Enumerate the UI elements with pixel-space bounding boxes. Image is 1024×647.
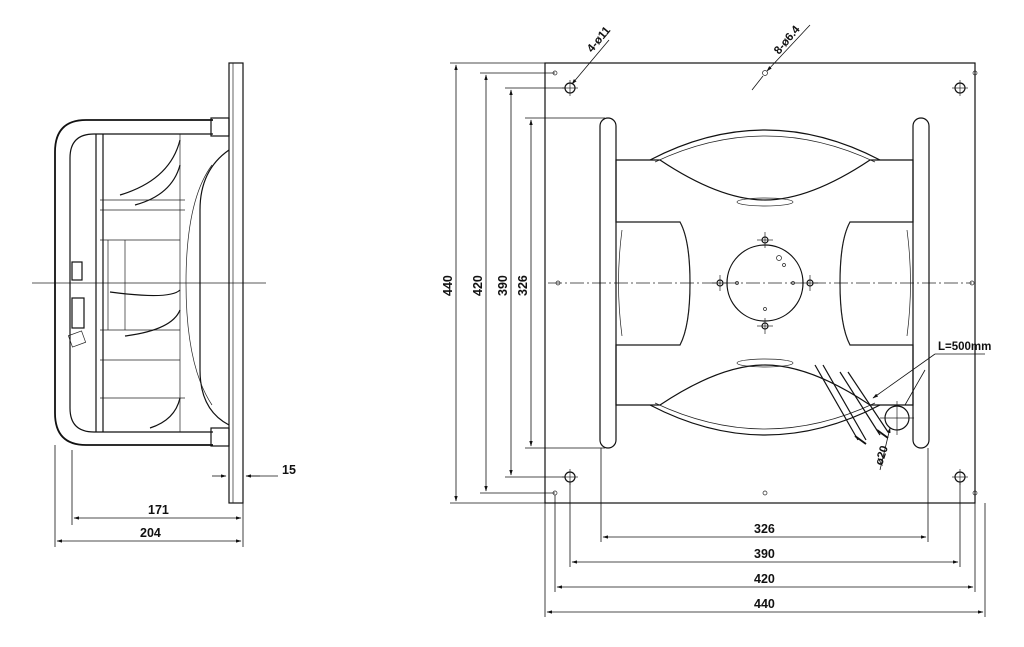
callout-corner-holes: 4-ø11 [585, 24, 613, 55]
dim-v-420: 420 [471, 275, 485, 296]
dim-h-440: 440 [754, 597, 775, 611]
side-handle [54, 119, 213, 446]
side-view: 15 171 204 [32, 62, 296, 547]
flange-plate [228, 62, 244, 504]
front-view: 4-ø11 8-ø6.4 L=500mm ø20 440 420 [441, 23, 991, 617]
dim-h-326: 326 [754, 522, 775, 536]
handle-bracket-top [210, 117, 230, 137]
terminal-box [71, 261, 83, 281]
dim-depth-inner: 171 [148, 503, 169, 517]
mounting-plate [544, 62, 976, 504]
connector-block [71, 297, 85, 329]
callout-cable-hole: ø20 [873, 444, 891, 467]
callout-cable-length: L=500mm [938, 341, 991, 353]
cable [814, 364, 889, 445]
dim-v-440: 440 [441, 275, 455, 296]
hub-bolt-holes [712, 232, 818, 334]
dim-v-326: 326 [516, 275, 530, 296]
vertical-dimensions: 440 420 390 326 [441, 62, 605, 504]
dim-h-420: 420 [754, 572, 775, 586]
dim-h-390: 390 [754, 547, 775, 561]
small-mount-holes [552, 70, 978, 496]
front-handle-left [599, 117, 617, 449]
dim-depth-total: 204 [140, 526, 161, 540]
front-handle-right [912, 117, 930, 449]
handle-bracket-bottom [210, 427, 230, 447]
callout-mount-holes: 8-ø6.4 [772, 23, 803, 57]
support-bracket [615, 159, 914, 406]
dim-flange-thickness: 15 [282, 463, 296, 477]
dim-v-390: 390 [496, 275, 510, 296]
horizontal-dimensions: 326 390 420 440 [544, 448, 986, 617]
